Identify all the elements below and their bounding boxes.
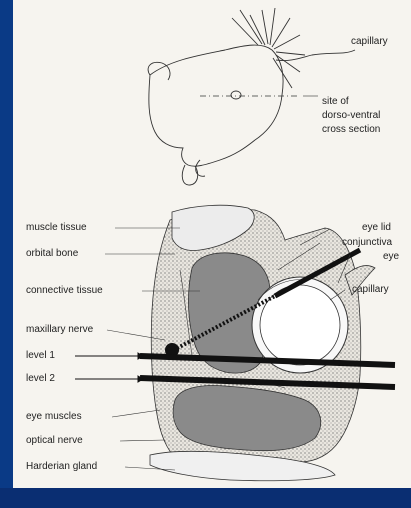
site-label-line2: dorso-ventral xyxy=(322,110,380,122)
label-eye: eye xyxy=(383,251,399,263)
label-optical-nerve: optical nerve xyxy=(26,435,83,447)
label-conjunctiva: conjunctiva xyxy=(342,237,392,249)
label-level-2: level 2 xyxy=(26,373,55,385)
site-label-line3: cross section xyxy=(322,124,380,136)
label-eye-muscles: eye muscles xyxy=(26,411,82,423)
label-connective-tissue: connective tissue xyxy=(26,285,103,297)
capillary-top-label: capillary xyxy=(351,36,388,48)
site-label-line1: site of xyxy=(322,96,349,108)
label-level-1: level 1 xyxy=(26,350,55,362)
label-maxillary-nerve: maxillary nerve xyxy=(26,324,93,336)
label-eye-lid: eye lid xyxy=(362,222,391,234)
label-orbital-bone: orbital bone xyxy=(26,248,78,260)
label-muscle-tissue: muscle tissue xyxy=(26,222,87,234)
label-harderian-gland: Harderian gland xyxy=(26,461,97,473)
level-arrows xyxy=(75,353,143,382)
label-capillary-bottom: capillary xyxy=(352,284,389,296)
